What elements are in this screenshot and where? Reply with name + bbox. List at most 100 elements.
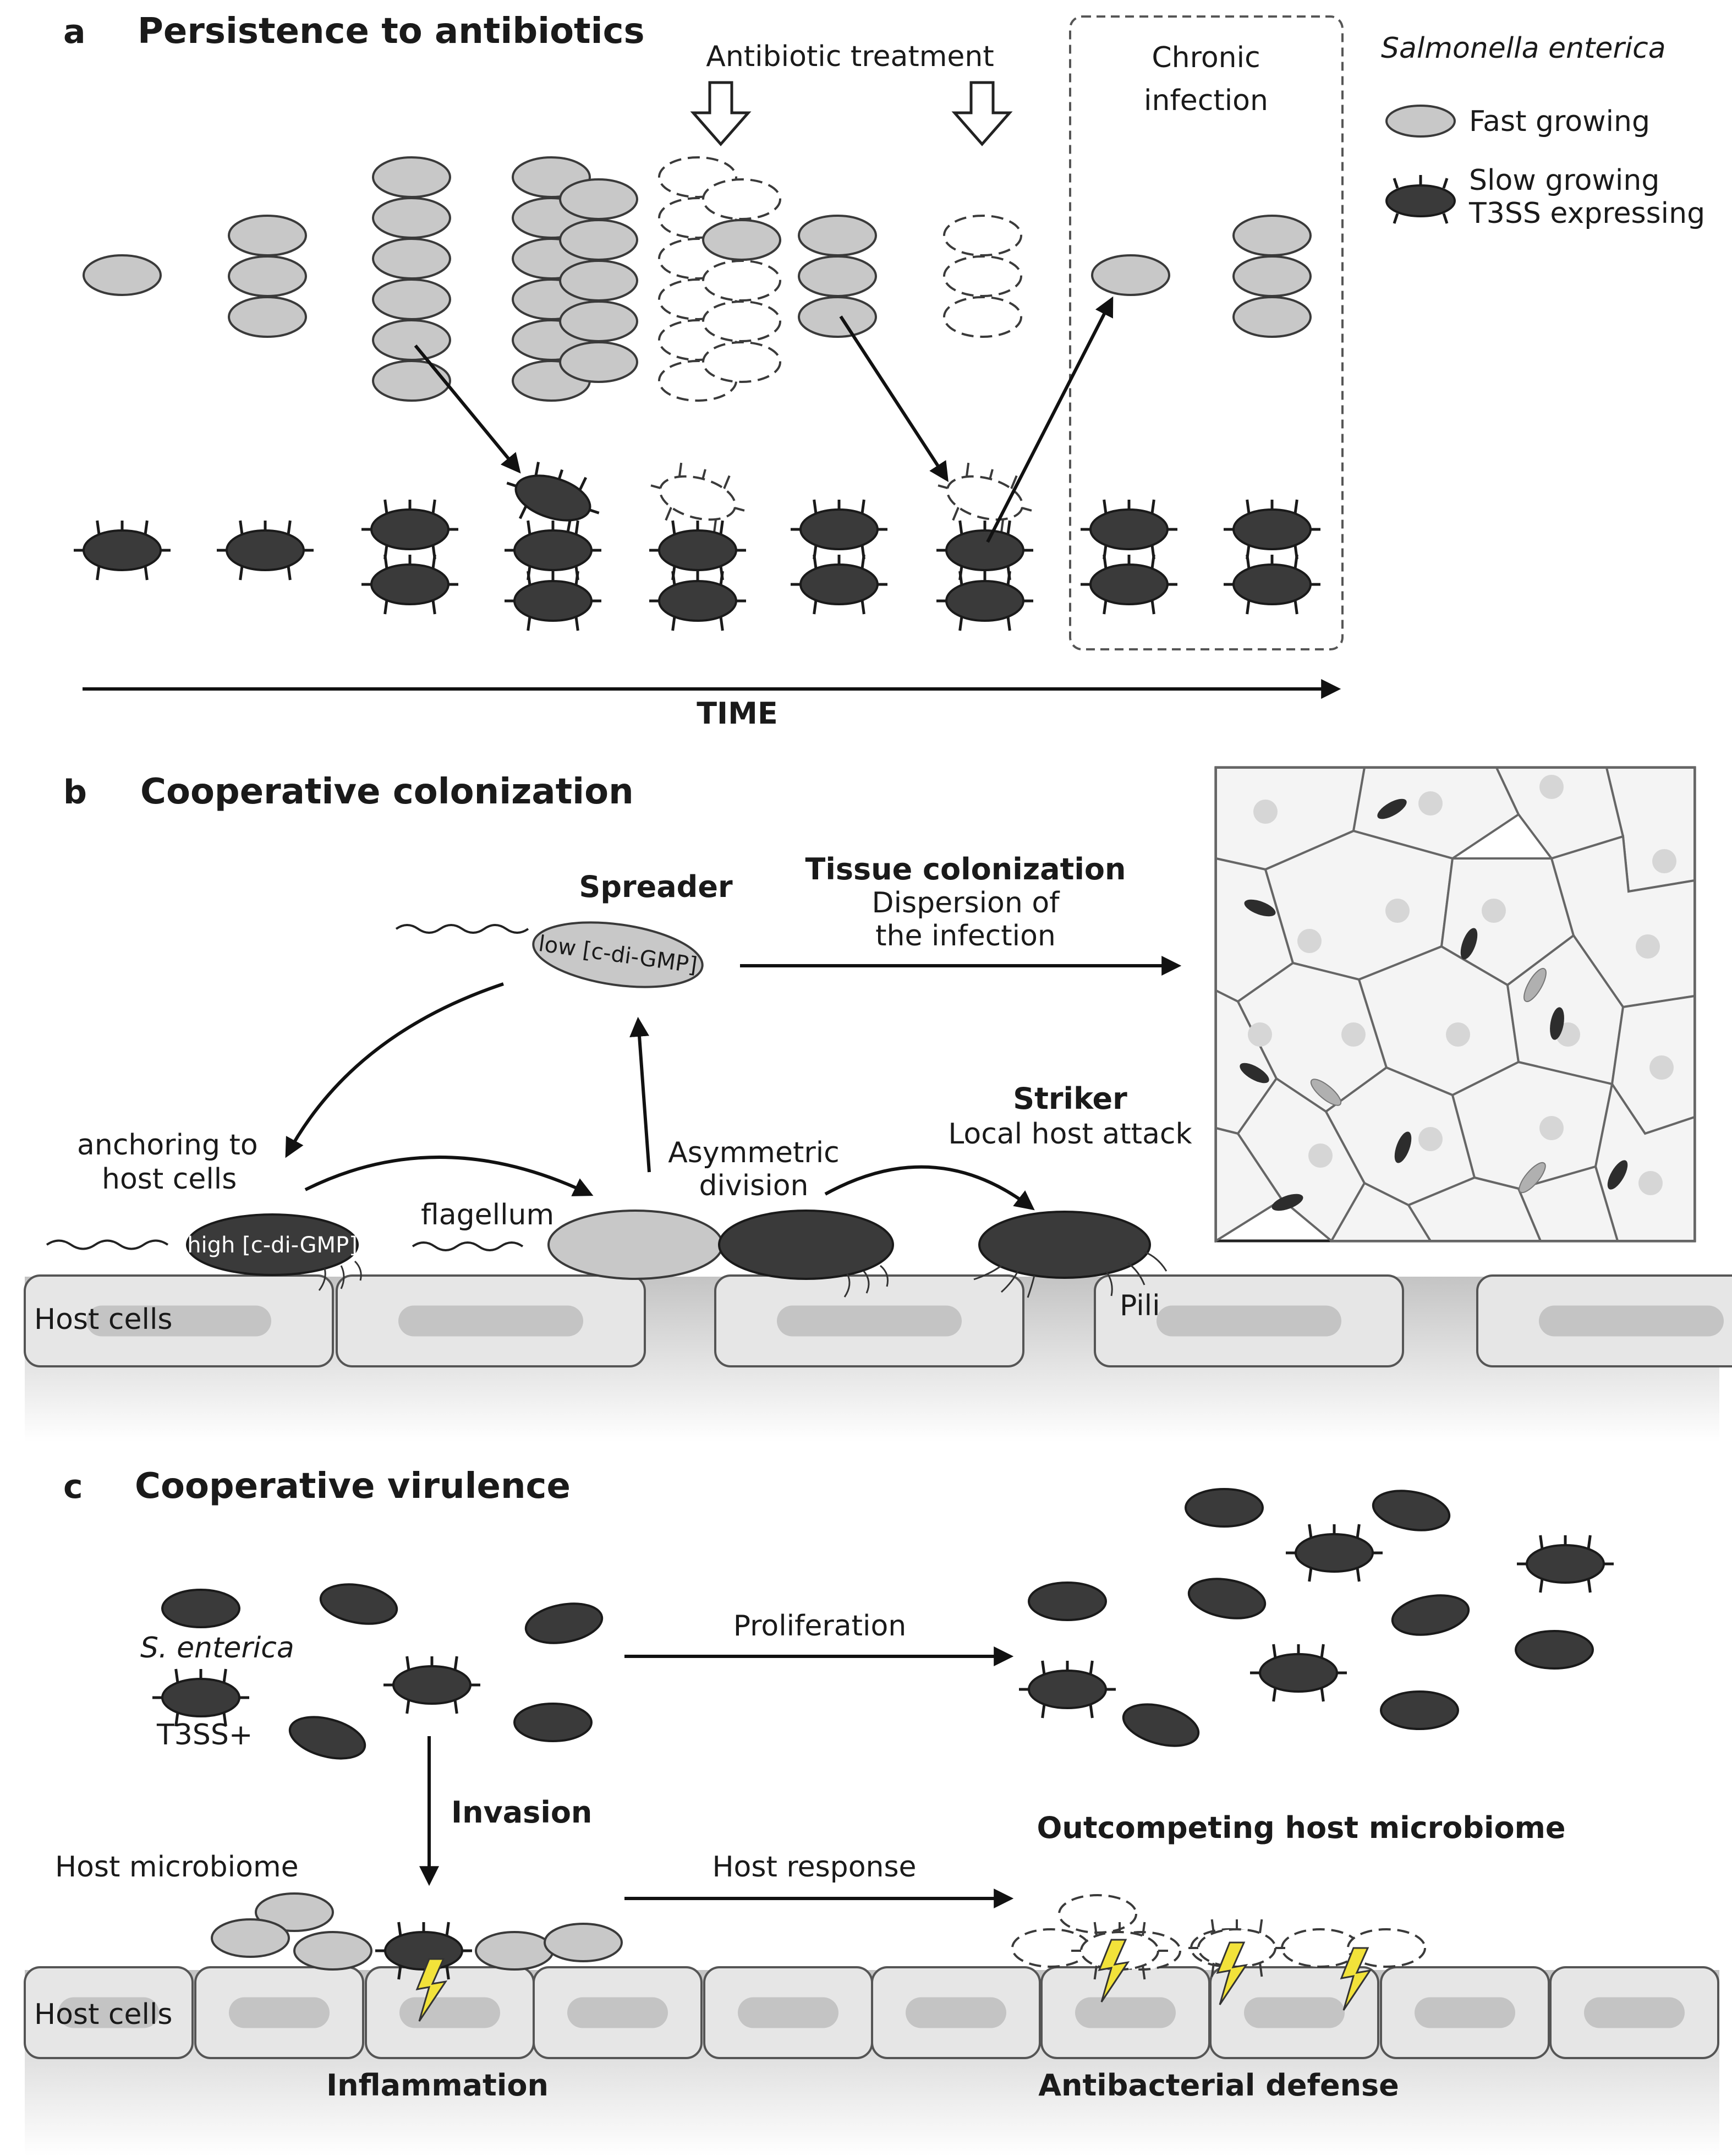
proliferation-label: Proliferation — [733, 1610, 907, 1643]
slow-growing-bacterium — [319, 1583, 398, 1625]
tissue-nucleus — [1248, 1022, 1272, 1047]
chronic-infection-box — [1069, 15, 1344, 650]
tissue-nucleus — [1649, 1055, 1674, 1080]
fast-growing-bacterium — [475, 1931, 554, 1971]
slow-growing-bacterium — [361, 554, 458, 615]
slow-growing-bacterium — [383, 1656, 480, 1714]
switch-arrow — [414, 344, 521, 474]
fast-growing-bacterium — [372, 156, 451, 198]
s-enterica-label: S. enterica — [140, 1632, 294, 1665]
striker-in-tissue — [1550, 1007, 1564, 1040]
slow-growing-bacterium — [1019, 1660, 1116, 1719]
panel-label-a: a — [63, 13, 86, 51]
tissue-nucleus — [1636, 934, 1660, 959]
host-cell — [714, 1274, 1024, 1367]
striker-in-tissue — [1244, 899, 1276, 917]
fast-growing-bacterium — [702, 219, 781, 261]
slow-growing-bacterium — [161, 1589, 240, 1628]
anchored-bacterium — [186, 1213, 359, 1276]
slow-growing-bacterium — [1122, 1703, 1200, 1747]
anchoring-arrow — [285, 982, 504, 1158]
slow-growing-bacterium — [513, 1703, 593, 1742]
tissue-nucleus — [1446, 1022, 1470, 1047]
tissue-colonization-label: Tissue colonization — [805, 852, 1126, 887]
host-cell — [24, 1274, 334, 1367]
host-cell-layer — [24, 1274, 1732, 1367]
spreader-in-tissue — [1310, 1079, 1342, 1106]
slow-growing-bacterium — [1185, 1488, 1264, 1528]
antibiotic-arrow-icon — [951, 81, 1013, 146]
legend-slow-swatch — [1385, 175, 1456, 224]
dead-bacterium — [650, 462, 745, 534]
asymmetric-division-arrow — [629, 1016, 651, 1173]
slow-growing-bacterium — [791, 554, 887, 615]
slow-growing-bacterium — [505, 571, 601, 631]
chronic-label: Chronic — [1152, 41, 1260, 74]
striker-in-tissue — [1607, 1160, 1628, 1190]
asymmetric-label-2: division — [699, 1169, 809, 1202]
slow-growing-bacterium — [1081, 499, 1177, 560]
high-cdigmp-label: high [c-di-GMP] — [187, 1233, 358, 1258]
fast-growing-bacterium — [1232, 215, 1312, 256]
outcompeting-label: Outcompeting host microbiome — [1037, 1810, 1565, 1845]
panel-a-bacteria — [74, 156, 1320, 631]
slow-growing-bacterium — [1224, 499, 1320, 560]
dispersion-label-1: Dispersion of — [872, 887, 1061, 920]
slow-growing-bacterium — [936, 520, 1033, 581]
slow-growing-bacterium — [1224, 554, 1320, 615]
fast-growing-bacterium — [372, 319, 451, 361]
fast-growing-bacterium — [372, 238, 451, 280]
slow-growing-bacterium — [505, 520, 601, 581]
dispersion-label-2: the infection — [875, 920, 1056, 953]
host-cell — [533, 1966, 703, 2059]
daughter-striker — [718, 1210, 894, 1280]
fast-growing-bacterium — [544, 1923, 623, 1962]
dead-bacterium — [702, 178, 781, 220]
fast-growing-bacterium — [1232, 255, 1312, 297]
dead-bacterium — [1347, 1928, 1426, 1968]
striker-arrow — [824, 1165, 1035, 1211]
fast-growing-bacterium — [559, 178, 638, 220]
slow-growing-bacterium — [524, 1602, 604, 1644]
t3ss-plus-label: T3SS+ — [156, 1719, 253, 1752]
host-cell — [336, 1274, 646, 1367]
tissue-nucleus — [1539, 775, 1564, 799]
pili-label: Pili — [1120, 1289, 1160, 1322]
host-cell — [1040, 1966, 1210, 2059]
fast-growing-bacterium — [83, 254, 162, 296]
slow-growing-bacterium — [1081, 554, 1177, 615]
fast-growing-bacterium — [559, 219, 638, 261]
flagellum-icon — [395, 924, 529, 934]
panel-c: c Cooperative virulence Host cells S. en… — [24, 1466, 1719, 2156]
host-cells-label: Host cells — [34, 1998, 173, 2031]
host-cell — [194, 1966, 364, 2059]
host-cell — [703, 1966, 873, 2059]
slow-growing-bacterium — [1250, 1644, 1347, 1702]
dead-bacterium — [702, 341, 781, 383]
fast-growing-bacterium — [798, 215, 877, 256]
slow-growing-bacterium — [1391, 1594, 1470, 1636]
tissue-nucleus — [1297, 929, 1322, 953]
flagellum-icon — [412, 1241, 524, 1251]
legend-slow-label-1: Slow growing — [1469, 164, 1659, 197]
host-cells-label: Host cells — [34, 1303, 173, 1336]
slow-growing-bacterium — [1187, 1578, 1267, 1619]
tissue-nucleus — [1385, 899, 1410, 923]
fast-growing-bacterium — [228, 255, 307, 297]
dead-bacterium — [702, 300, 781, 342]
slow-growing-bacterium — [791, 499, 887, 560]
panel-label-c: c — [63, 1468, 83, 1506]
antibiotic-arrow-icon — [690, 81, 752, 146]
host-cell-layer — [24, 1966, 1719, 2059]
regrowth-arrow — [986, 296, 1114, 543]
striker-in-tissue — [1377, 798, 1407, 819]
slow-growing-bacterium — [288, 1716, 366, 1760]
fast-growing-bacterium — [372, 360, 451, 402]
dead-bacterium — [943, 215, 1022, 256]
fast-growing-bacterium — [798, 255, 877, 297]
dead-bacterium — [943, 255, 1022, 297]
slow-growing-bacterium — [1286, 1524, 1383, 1582]
spreader-in-tissue — [1519, 1162, 1546, 1194]
slow-growing-bacterium — [649, 571, 746, 631]
